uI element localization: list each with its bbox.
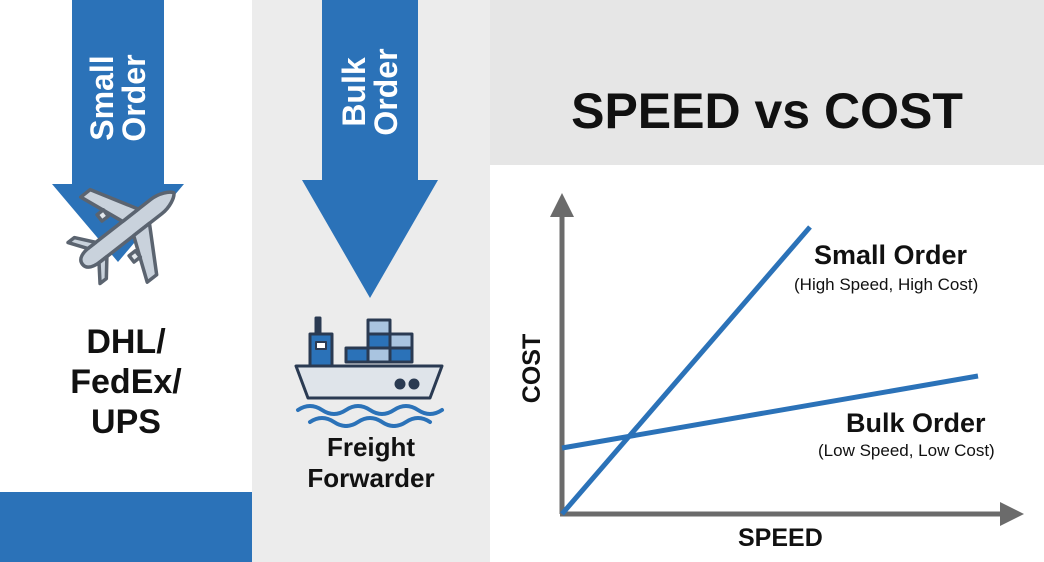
- small-order-arrow-label: Small Order: [84, 54, 152, 142]
- y-axis-label: COST: [518, 333, 547, 404]
- cargo-ship-icon: [294, 316, 444, 428]
- y-axis-arrowhead: [550, 193, 574, 217]
- bulk-order-series-name: Bulk Order: [846, 408, 986, 438]
- small-order-series-note: (High Speed, High Cost): [794, 275, 979, 294]
- bulk-order-series-note: (Low Speed, Low Cost): [818, 441, 995, 460]
- small-order-series-name: Small Order: [814, 240, 968, 270]
- title-band: [490, 0, 1044, 165]
- chart-title: SPEED vs COST: [571, 83, 963, 139]
- bulk-order-arrow-label: Bulk Order: [336, 48, 404, 136]
- x-axis-arrowhead: [1000, 502, 1024, 526]
- freight-forwarder-label: Freight Forwarder: [307, 432, 435, 493]
- speed-cost-plot: [550, 193, 1024, 526]
- express-carriers-label: DHL/ FedEx/ UPS: [70, 323, 182, 441]
- bulk-order-line: [561, 373, 979, 451]
- airplane-icon: [66, 187, 176, 286]
- bottom-accent-bar: [0, 492, 252, 562]
- bulk-order-arrow: [302, 0, 438, 298]
- x-axis-label: SPEED: [738, 524, 823, 552]
- small-order-line: [560, 225, 812, 516]
